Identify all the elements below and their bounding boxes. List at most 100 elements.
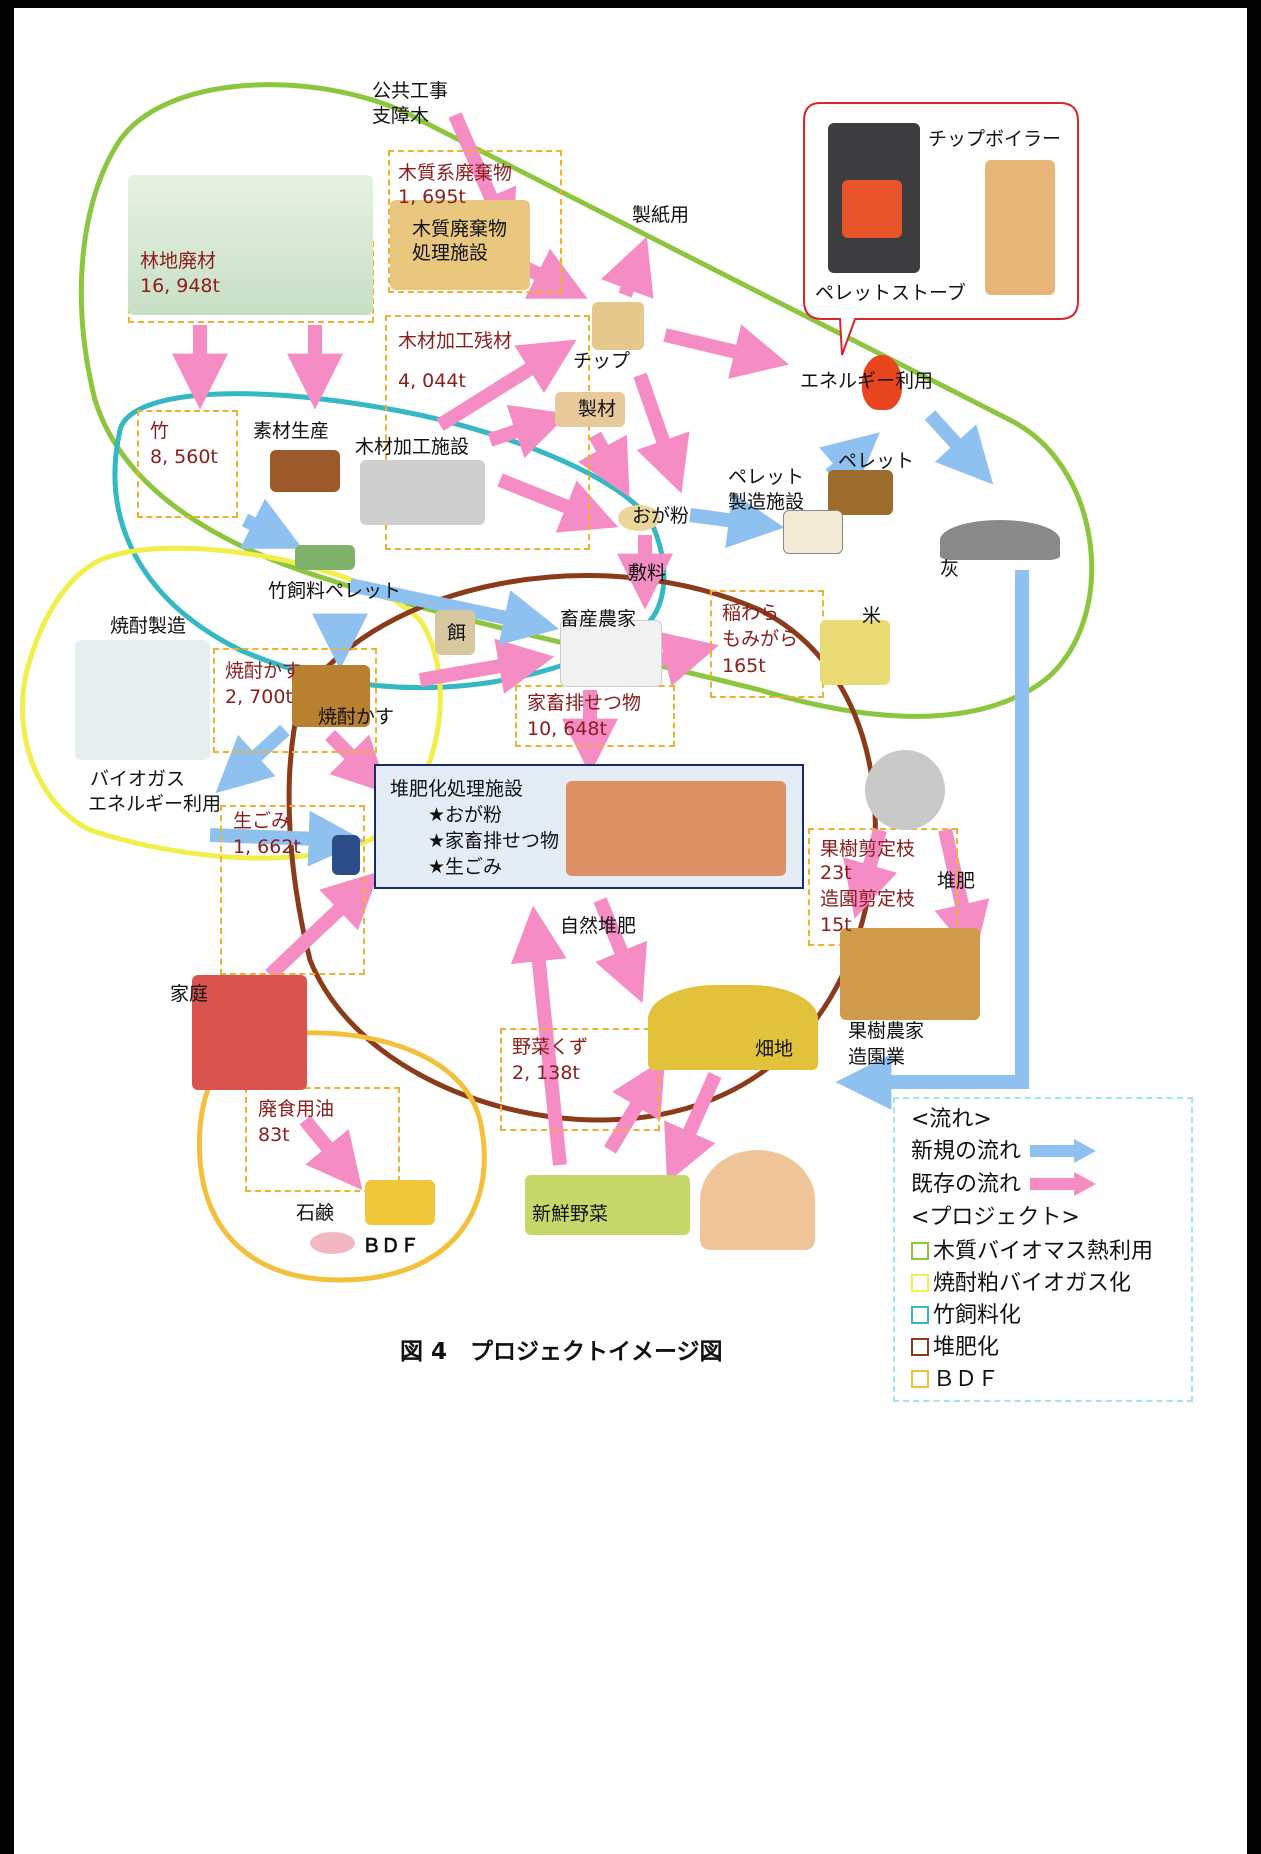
- label-bamboo-amount: 8, 560t: [150, 446, 218, 468]
- label-biogas-2: エネルギー利用: [88, 793, 222, 815]
- compost-swatch-icon: [911, 1338, 929, 1356]
- farmer-illustration: [700, 1150, 815, 1250]
- label-shochu-lees-pic: 焼酎かす: [318, 706, 395, 728]
- rice-illustration: [820, 620, 890, 685]
- sawmill-illustration: [360, 460, 485, 525]
- label-manure: 家畜排せつ物: [527, 692, 642, 714]
- compost-shed-illustration: [566, 781, 786, 876]
- label-household: 家庭: [170, 983, 209, 1005]
- legend: <流れ> 新規の流れ 既存の流れ <プロジェクト> 木質バイオマス熱利用 焼酎粕…: [893, 1097, 1193, 1402]
- label-bamboo-feed-pellet: 竹飼料ペレット: [268, 580, 402, 602]
- stove-fire-icon: [842, 180, 902, 238]
- label-livestock-farm: 畜産農家: [560, 608, 637, 630]
- legend-flow-header: <流れ>: [911, 1107, 992, 1132]
- new-flow-swatch-icon: [1030, 1139, 1097, 1163]
- label-natural-compost: 自然堆肥: [560, 915, 637, 937]
- label-compost-facility: 堆肥化処理施設: [390, 778, 524, 800]
- label-lumber: 製材: [578, 398, 617, 420]
- feed-bag-illustration: [435, 610, 475, 655]
- box-bamboo: [137, 410, 238, 518]
- label-compost-item-1: ★おが粉: [428, 804, 503, 826]
- label-veg-scraps: 野菜くず: [512, 1036, 589, 1058]
- soap-illustration: [310, 1232, 355, 1254]
- label-pellet-facility-2: 製造施設: [728, 491, 805, 513]
- shochu-biogas-swatch-icon: [911, 1274, 929, 1292]
- label-shochu-lees: 焼酎かす: [225, 660, 302, 682]
- livestock-illustration: [560, 620, 662, 687]
- legend-existing-flow: 既存の流れ: [911, 1172, 1098, 1198]
- label-processing-residue: 木材加工残材: [398, 330, 513, 352]
- label-field: 畑地: [755, 1038, 794, 1060]
- legend-existing-flow-label: 既存の流れ: [911, 1172, 1022, 1197]
- box-used-oil: [245, 1087, 400, 1192]
- new-flow-arrows: [209, 410, 1029, 1110]
- bus-illustration: [365, 1180, 435, 1225]
- page-border-right: [1247, 0, 1261, 1854]
- label-food-waste-amount: 1, 662t: [233, 836, 301, 858]
- legend-project-wood-biomass: 木質バイオマス熱利用: [911, 1239, 1153, 1265]
- boiler-illustration: [985, 160, 1055, 295]
- flame-icon: [862, 355, 902, 410]
- legend-project-label: 焼酎粕バイオガス化: [933, 1271, 1132, 1296]
- figure-caption: 図 4 プロジェクトイメージ図: [400, 1339, 723, 1365]
- bdf-swatch-icon: [911, 1370, 929, 1388]
- label-used-oil-amount: 83t: [258, 1124, 290, 1146]
- label-fruit-pruning: 果樹剪定枝: [820, 838, 916, 860]
- chip-illustration: [592, 302, 644, 350]
- label-compost: 堆肥: [937, 870, 976, 892]
- bdf-loop: [196, 1030, 487, 1283]
- label-bedding: 敷料: [628, 562, 667, 584]
- label-wood-waste-facility-1: 木質廃棄物: [412, 218, 508, 240]
- label-rice: 米: [862, 605, 882, 627]
- wood-biomass-loop: [78, 82, 1095, 719]
- label-rice-husk: もみがら: [722, 628, 799, 650]
- label-paper: 製紙用: [632, 204, 690, 226]
- label-shochu-production: 焼酎製造: [110, 615, 187, 637]
- ash-illustration: [940, 520, 1060, 560]
- label-chip-boiler: チップボイラー: [928, 128, 1062, 150]
- page-border-left: [0, 0, 14, 1854]
- label-processing-residue-amount: 4, 044t: [398, 370, 466, 392]
- legend-project-bamboo-feed: 竹飼料化: [911, 1303, 1021, 1329]
- house-illustration: [192, 975, 307, 1090]
- label-log-production: 素材生産: [253, 420, 330, 442]
- label-ash: 灰: [940, 558, 960, 580]
- legend-project-label: 竹飼料化: [933, 1303, 1022, 1328]
- shochu-lees-illustration: [292, 665, 370, 727]
- label-fresh-veg: 新鮮野菜: [532, 1203, 609, 1225]
- box-shochu-lees: [213, 648, 377, 753]
- legend-new-flow: 新規の流れ: [911, 1139, 1098, 1165]
- pellet-illustration: [828, 470, 893, 515]
- label-public-works: 公共工事: [372, 80, 449, 102]
- tree-illustration: [865, 750, 945, 830]
- label-wood-waste-facility-2: 処理施設: [412, 242, 489, 264]
- label-compost-item-3: ★生ごみ: [428, 856, 503, 878]
- label-bamboo: 竹: [150, 420, 170, 442]
- legend-project-label: ＢＤＦ: [933, 1367, 1000, 1392]
- label-biogas-1: バイオガス: [90, 768, 186, 790]
- label-pellet: ペレット: [838, 450, 915, 472]
- box-wood-waste: [388, 150, 562, 293]
- bamboo-pellet-illustration: [295, 545, 355, 570]
- wood-biomass-swatch-icon: [911, 1242, 929, 1260]
- label-shochu-lees-amount: 2, 700t: [225, 686, 293, 708]
- box-veg-scraps: [500, 1028, 660, 1131]
- label-bdf: ＢＤＦ: [362, 1235, 420, 1257]
- legend-project-header: <プロジェクト>: [911, 1205, 1080, 1230]
- lumber-illustration: [555, 392, 625, 427]
- box-processing-residue: [385, 315, 590, 550]
- label-sawdust: おが粉: [632, 505, 690, 527]
- label-energy-use: エネルギー利用: [800, 370, 934, 392]
- label-used-oil: 廃食用油: [258, 1098, 335, 1120]
- label-forest-residue: 林地廃材: [140, 250, 217, 272]
- bamboo-feed-swatch-icon: [911, 1306, 929, 1324]
- legend-project-label: 堆肥化: [933, 1335, 1000, 1360]
- orchard-illustration: [840, 928, 980, 1020]
- label-feed: 餌: [447, 622, 467, 644]
- label-wood-waste-amount: 1, 695t: [398, 186, 466, 208]
- bin-illustration: [332, 835, 360, 875]
- label-fruit-farmer-1: 果樹農家: [848, 1020, 925, 1042]
- shochu-factory-illustration: [75, 640, 210, 760]
- label-food-waste: 生ごみ: [233, 810, 291, 832]
